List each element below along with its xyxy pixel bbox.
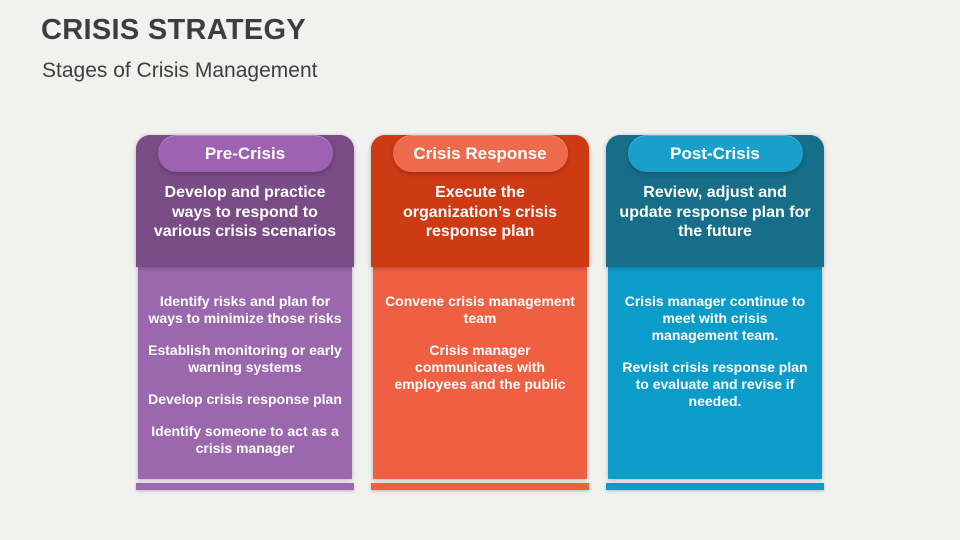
stage-pill-post-crisis: Post-Crisis <box>627 135 803 172</box>
stage-header-crisis-response: Crisis Response Execute the organization… <box>371 135 589 267</box>
stage-accent-bar <box>371 483 589 490</box>
stage-point: Identify someone to act as a crisis mana… <box>151 423 339 456</box>
stage-column-crisis-response: Crisis Response Execute the organization… <box>371 118 589 490</box>
stage-point: Crisis manager communicates with employe… <box>394 342 566 392</box>
stage-header-post-crisis: Post-Crisis Review, adjust and update re… <box>606 135 824 267</box>
stage-body-pre-crisis: Identify risks and plan for ways to mini… <box>138 267 352 479</box>
stage-pill-crisis-response: Crisis Response <box>392 135 568 172</box>
stage-pill-label: Pre-Crisis <box>204 143 286 163</box>
stage-description: Review, adjust and update response plan … <box>619 184 811 241</box>
stage-pill-pre-crisis: Pre-Crisis <box>157 135 333 172</box>
stage-header-pre-crisis: Pre-Crisis Develop and practice ways to … <box>136 135 354 267</box>
stage-point: Develop crisis response plan <box>148 391 342 407</box>
stage-description: Develop and practice ways to respond to … <box>153 184 337 241</box>
stage-column-pre-crisis: Pre-Crisis Develop and practice ways to … <box>136 118 354 490</box>
stage-accent-bar <box>606 483 824 490</box>
slide-subtitle: Stages of Crisis Management <box>42 59 318 82</box>
stage-point: Crisis manager continue to meet with cri… <box>624 293 806 343</box>
stages-container: Pre-Crisis Develop and practice ways to … <box>136 118 824 490</box>
stage-body-crisis-response: Convene crisis management team Crisis ma… <box>373 267 587 479</box>
stage-point: Convene crisis management team <box>385 293 575 326</box>
stage-body-post-crisis: Crisis manager continue to meet with cri… <box>608 267 822 479</box>
stage-column-post-crisis: Post-Crisis Review, adjust and update re… <box>606 118 824 490</box>
stage-point: Revisit crisis response plan to evaluate… <box>622 359 808 409</box>
stage-pill-label: Crisis Response <box>413 143 547 163</box>
stage-description: Execute the organization’s crisis respon… <box>402 184 558 241</box>
stage-pill-label: Post-Crisis <box>670 143 760 163</box>
stage-point: Identify risks and plan for ways to mini… <box>148 293 342 326</box>
stage-accent-bar <box>136 483 354 490</box>
stage-point: Establish monitoring or early warning sy… <box>148 342 342 375</box>
slide-title: CRISIS STRATEGY <box>41 14 306 46</box>
